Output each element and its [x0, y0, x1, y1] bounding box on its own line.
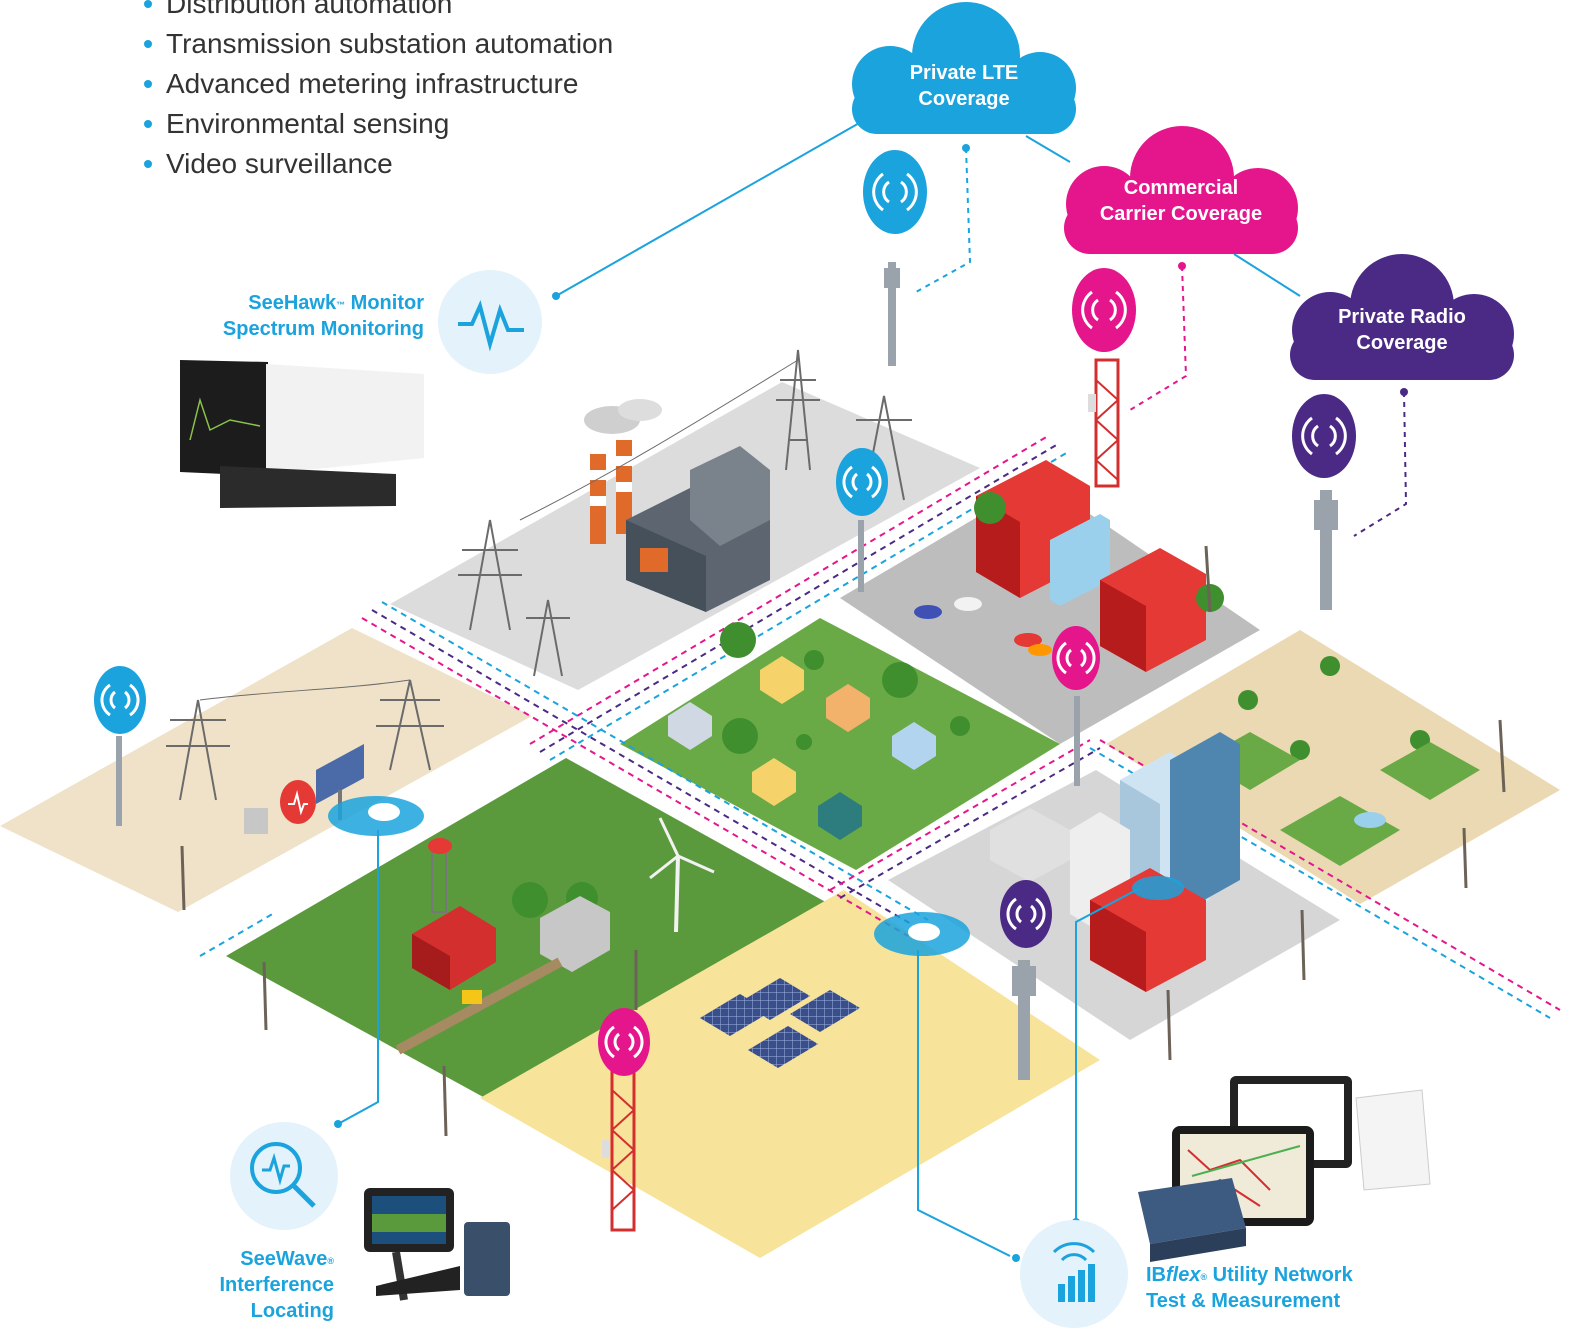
drive-test-vehicle-center: [874, 912, 970, 956]
ibflex-title: IBflex® Utility Network: [1146, 1262, 1386, 1288]
transmission-towers: [166, 349, 912, 801]
cloud-private-radio: [1290, 254, 1514, 380]
wifi-icon: [94, 666, 146, 734]
farm: [395, 838, 610, 1055]
solar-panels: [700, 978, 860, 1068]
residential-grass-tile: [620, 618, 1060, 870]
utility-poles: [180, 545, 1506, 1137]
farm-grass-tile: [226, 758, 840, 1104]
cloud-label-commercial-carrier: Commercial Carrier Coverage: [1081, 175, 1281, 227]
product-name-prefix: IB: [1146, 1264, 1166, 1286]
seewave-subtitle: Interference: [219, 1274, 335, 1296]
registered-mark: ®: [327, 1256, 334, 1266]
wind-turbine: [649, 817, 715, 933]
wifi-icon: [863, 150, 927, 234]
radio-link-dot: [1400, 388, 1408, 396]
signal-badges: [94, 150, 1356, 1076]
parked-cars: [914, 597, 1052, 656]
wifi-icon: [1072, 268, 1136, 352]
use-case-item: Distribution automation: [140, 0, 613, 24]
product-name-suffix: Utility Network: [1207, 1264, 1353, 1286]
product-name: SeeWave: [240, 1248, 328, 1270]
ibflex-icon: [1020, 1220, 1128, 1328]
use-case-item: Transmission substation automation: [140, 24, 613, 64]
seehawk-device: [180, 360, 424, 508]
product-name: SeeHawk: [248, 292, 337, 314]
seehawk-label: SeeHawk™ Monitor Spectrum Monitoring: [200, 290, 424, 342]
use-case-item: Advanced metering infrastructure: [140, 64, 613, 104]
cloud-label-line: Commercial: [1123, 177, 1239, 199]
product-name-italic: flex: [1166, 1264, 1201, 1286]
wifi-icon: [836, 448, 888, 516]
cloud-private-lte: [852, 2, 1076, 134]
cloud-commercial-carrier: [1064, 126, 1298, 254]
seewave-device: [364, 1188, 510, 1301]
monopole-towers: [116, 262, 1338, 1080]
seewave-subtitle: Locating: [250, 1300, 334, 1322]
seehawk-icon: [438, 270, 542, 374]
use-case-list: Distribution automation Transmission sub…: [140, 0, 613, 184]
dashed-link-lines: [915, 147, 1408, 537]
registered-mark: ®: [1200, 1272, 1208, 1282]
houses: [668, 656, 936, 840]
wifi-icon: [598, 1008, 650, 1076]
seehawk-title: SeeHawk™ Monitor: [200, 290, 424, 316]
use-case-item: Environmental sensing: [140, 104, 613, 144]
seewave-title: SeeWave®: [190, 1246, 334, 1272]
transformer: [244, 808, 268, 834]
park-sand-tile: [1106, 630, 1560, 904]
trademark-mark: ™: [336, 300, 346, 310]
ibflex-subtitle: Test & Measurement: [1146, 1290, 1341, 1312]
seewave-icon: [230, 1122, 338, 1230]
cloud-label-line: Coverage: [1356, 332, 1448, 354]
ibflex-devices: [1138, 1076, 1431, 1262]
seewave-label: SeeWave® Interference Locating: [190, 1246, 335, 1324]
commercial-link-dot: [1178, 262, 1186, 270]
product-name-suffix: Monitor: [345, 292, 424, 314]
connector-lines: [337, 117, 1301, 1257]
wifi-icon: [1000, 880, 1052, 948]
lattice-tower-commercial: [1088, 358, 1120, 488]
city-park: [1200, 732, 1480, 866]
drive-test-vehicle-left: [328, 796, 424, 836]
seehawk-subtitle: Spectrum Monitoring: [222, 318, 424, 340]
ibflex-label: IBflex® Utility Network Test & Measureme…: [1146, 1262, 1386, 1314]
cloud-label-line: Carrier Coverage: [1099, 203, 1263, 225]
wifi-icon: [1052, 626, 1100, 690]
cloud-label-private-lte: Private LTE Coverage: [864, 60, 1064, 112]
cloud-label-line: Coverage: [918, 88, 1010, 110]
cloud-label-line: Private LTE: [909, 62, 1019, 84]
power-plant: [584, 399, 770, 612]
cloud-label-private-radio: Private Radio Coverage: [1302, 304, 1502, 356]
office-buildings: [976, 460, 1206, 672]
rooftop-test-pad: [1132, 876, 1184, 900]
use-case-item: Video surveillance: [140, 144, 613, 184]
cloud-label-line: Private Radio: [1338, 306, 1466, 328]
parking-lot-tile: [840, 480, 1260, 744]
interference-icon: [280, 780, 316, 824]
wifi-icon: [1292, 394, 1356, 478]
